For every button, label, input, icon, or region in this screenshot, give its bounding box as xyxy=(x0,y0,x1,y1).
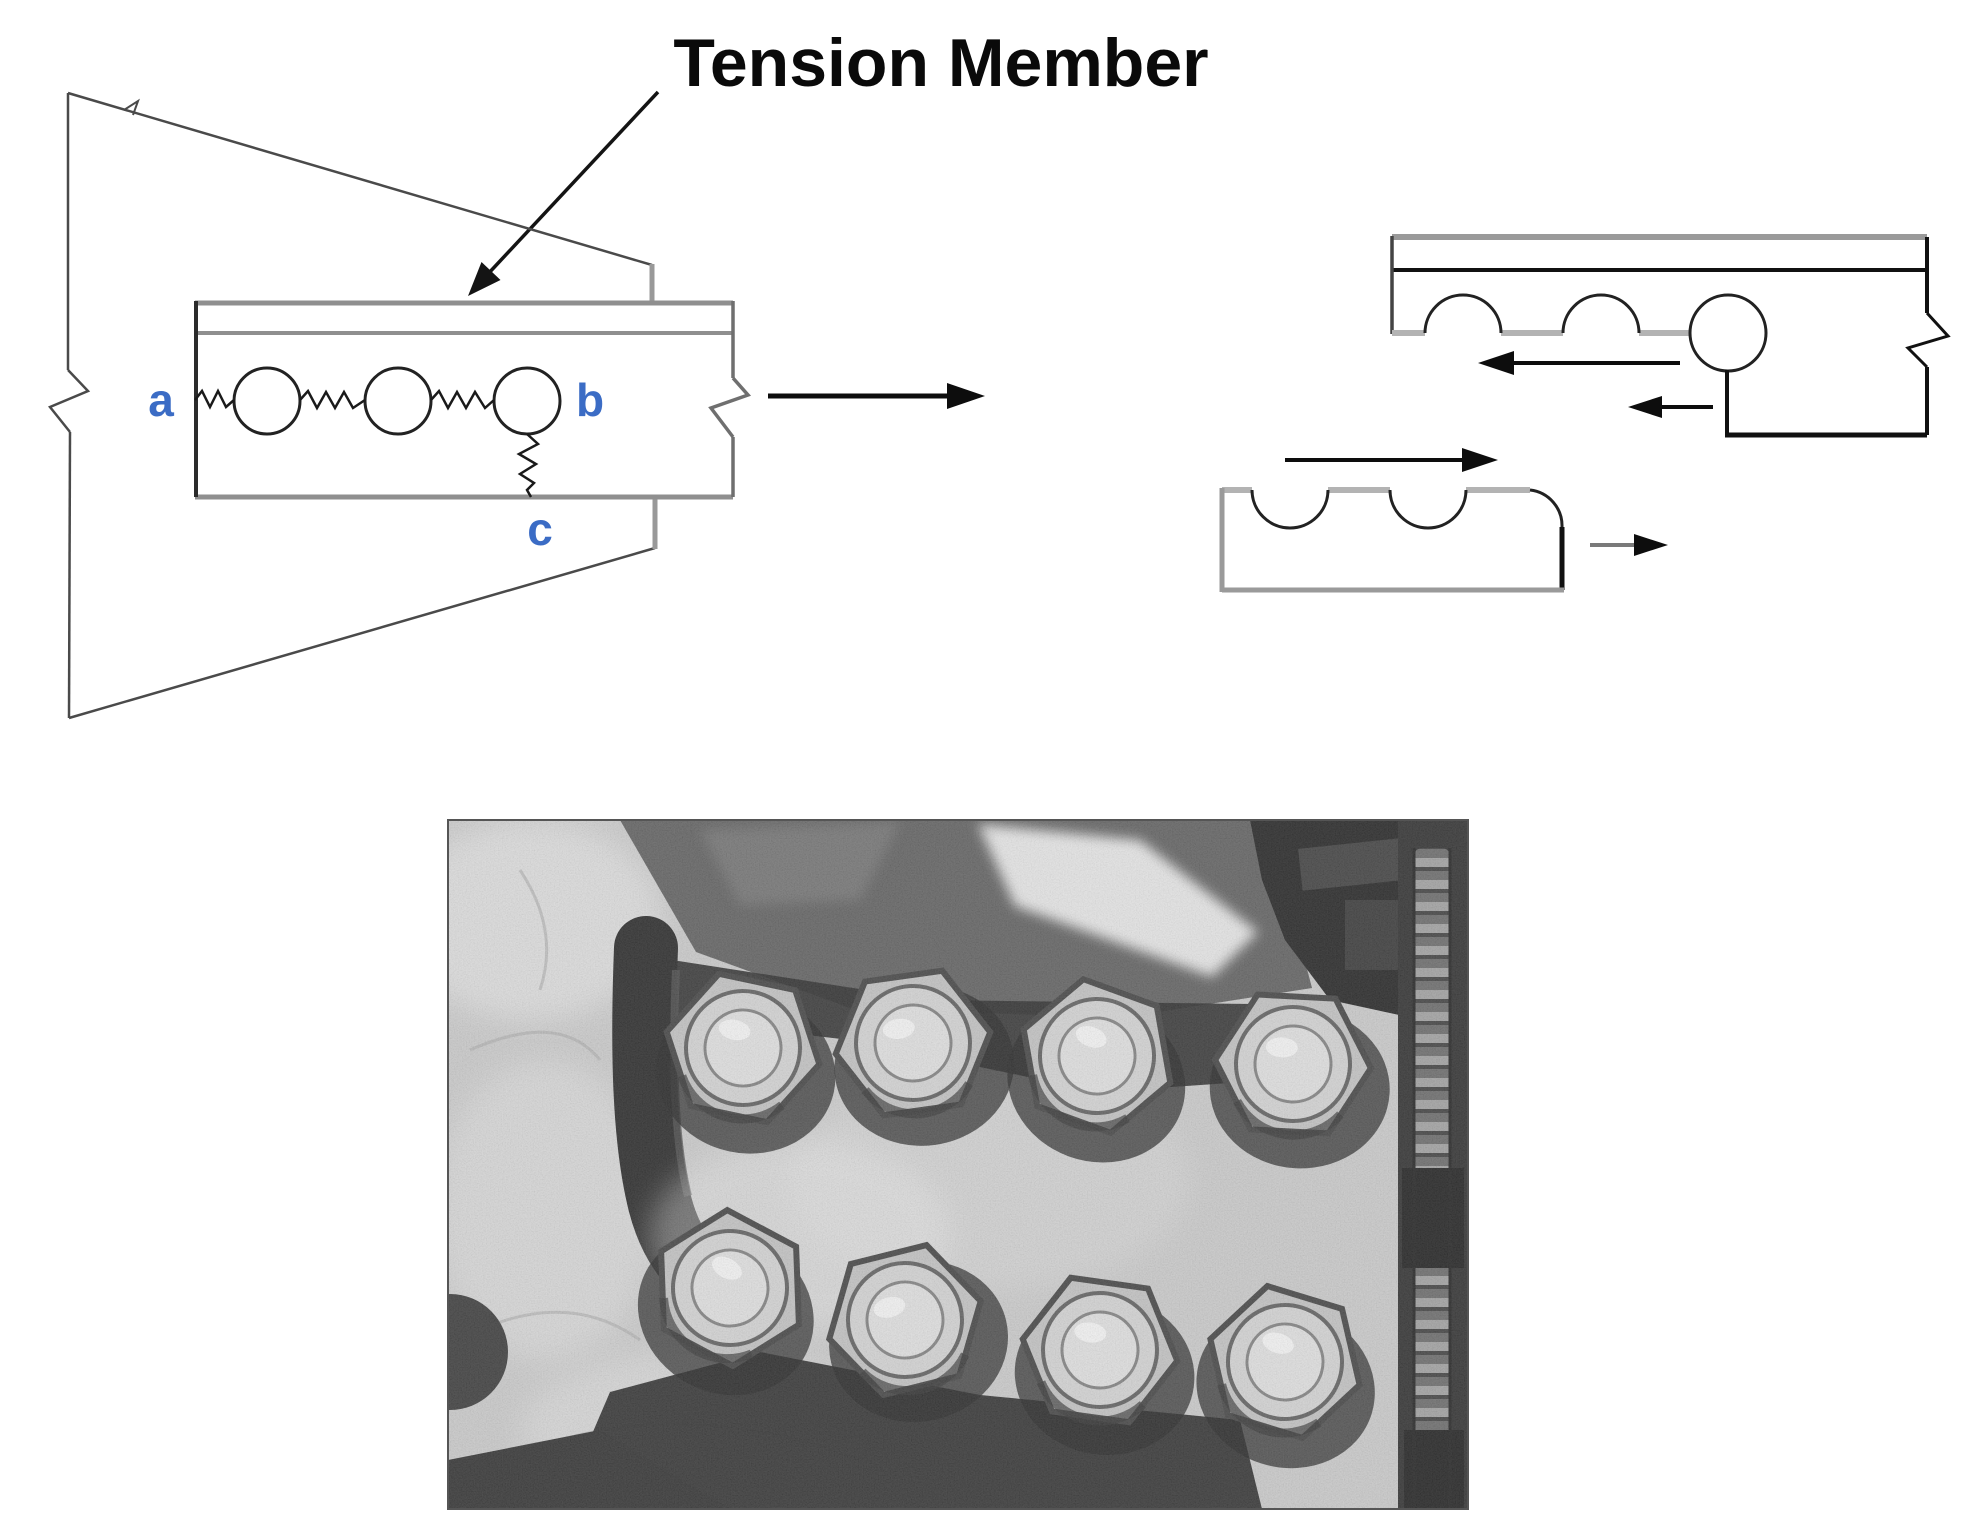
upper-fracture-face xyxy=(1392,293,1768,373)
block-shear-fragments-diagram xyxy=(1219,234,1951,593)
torn-hole-notch-3 xyxy=(1688,293,1768,373)
tension-plate xyxy=(194,300,752,500)
half-hole-notch-4 xyxy=(1250,489,1330,530)
bolt-hole-1 xyxy=(232,366,302,436)
corner-hole-notch-6 xyxy=(1529,488,1564,528)
fracture-path-c xyxy=(516,433,541,498)
gusset-outline xyxy=(47,91,656,720)
label-b: b xyxy=(576,374,604,426)
half-hole-notch-1 xyxy=(1423,293,1503,334)
tension-force-arrow xyxy=(768,383,985,409)
slip-arrow-lower xyxy=(1285,448,1498,472)
slip-arrow-step xyxy=(1628,396,1713,418)
photo-frame xyxy=(447,819,1469,1510)
failure-photo xyxy=(447,819,1469,1510)
lower-fragment xyxy=(1219,448,1668,593)
upper-fragment-step xyxy=(1725,237,1951,438)
plate-right-edge xyxy=(708,301,752,497)
break-symbol-left xyxy=(47,369,91,433)
label-a: a xyxy=(148,374,174,426)
photo-grain-overlay xyxy=(448,820,1468,1509)
bolt-hole-3 xyxy=(492,366,562,436)
lower-fracture-face xyxy=(1222,487,1564,530)
slip-arrow-lower-right xyxy=(1590,534,1668,556)
label-c: c xyxy=(527,503,553,555)
fracture-path-ab xyxy=(299,388,366,411)
upper-fragment xyxy=(1390,234,1951,438)
figure-title: Tension Member xyxy=(673,25,1208,101)
bolt-hole-2 xyxy=(363,366,433,436)
half-hole-notch-5 xyxy=(1388,489,1468,530)
break-symbol-right xyxy=(708,376,752,439)
half-hole-notch-2 xyxy=(1561,293,1641,334)
slip-arrow-upper xyxy=(1478,351,1680,375)
title-leader-arrow xyxy=(468,90,660,296)
net-section-fracture-diagram: a b c xyxy=(47,91,985,720)
break-symbol-upper-right xyxy=(1905,311,1951,369)
fracture-path-bc xyxy=(430,388,495,411)
fracture-path-a xyxy=(194,388,235,410)
